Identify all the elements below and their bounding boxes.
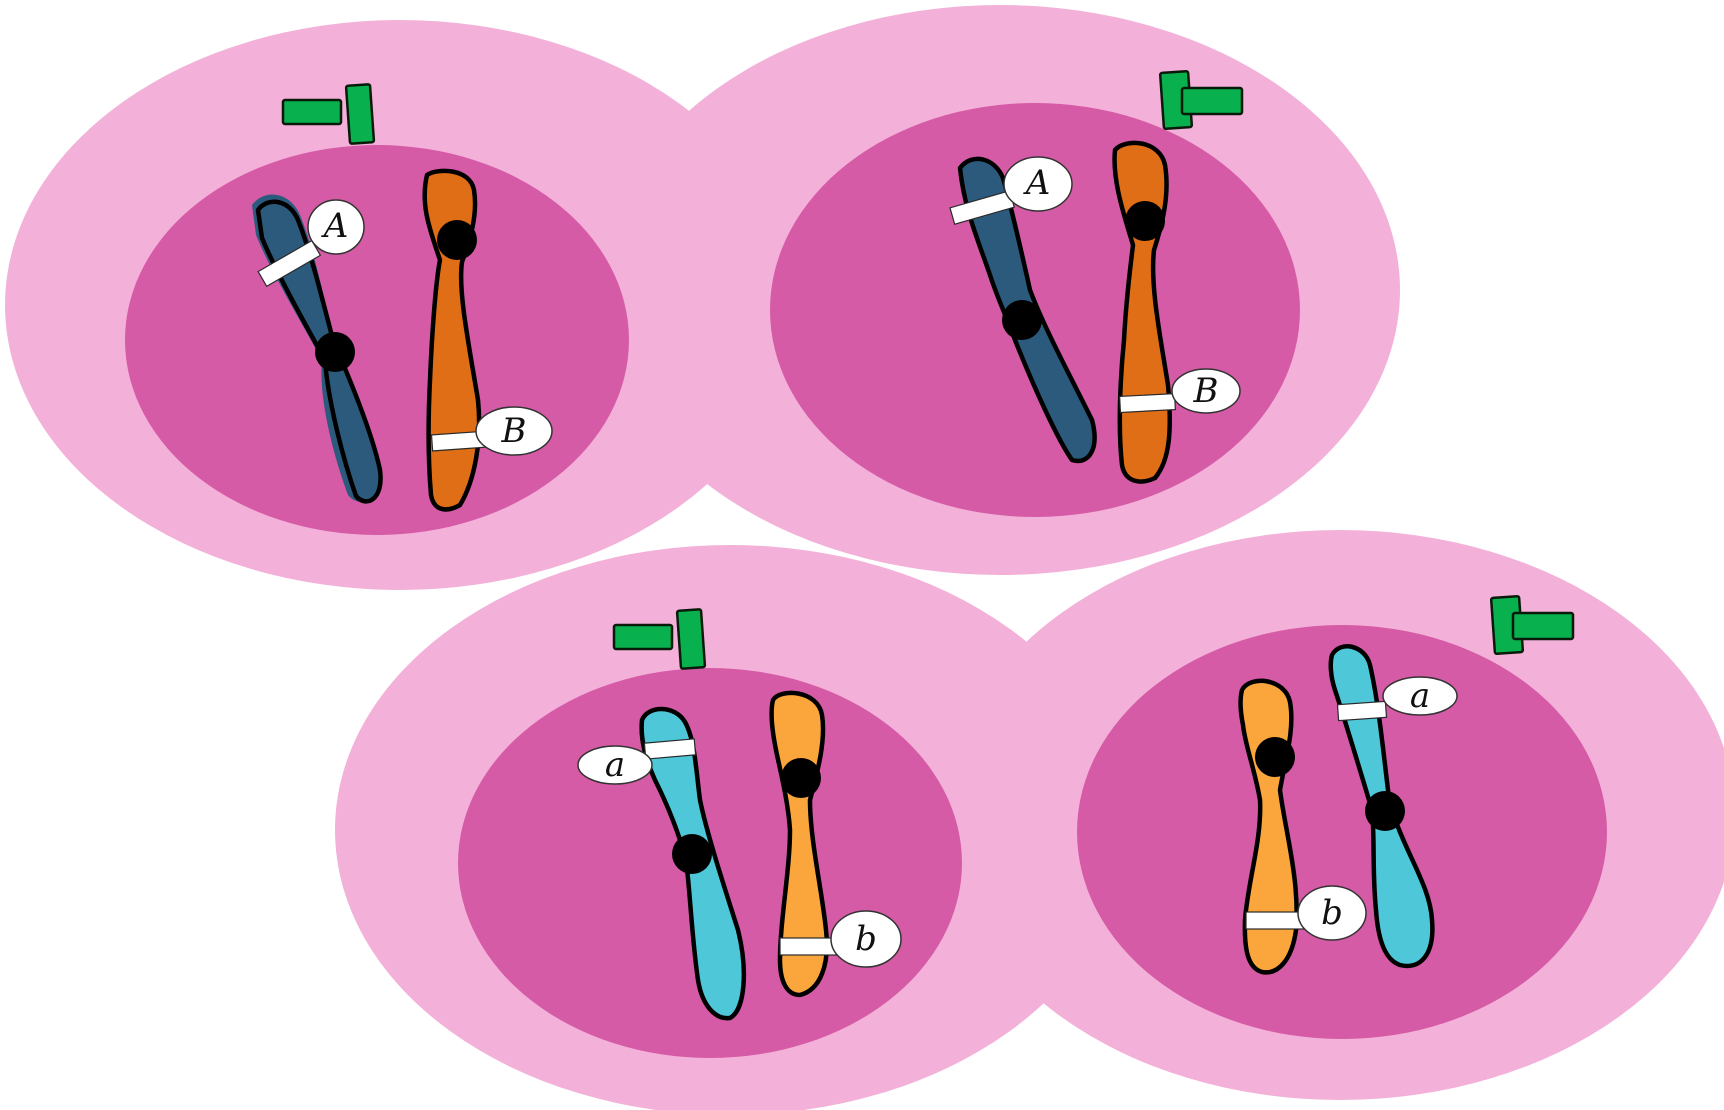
allele-band: [780, 938, 838, 955]
centromere: [1002, 300, 1042, 340]
allele-label: a: [1410, 676, 1430, 716]
centromere: [437, 220, 477, 260]
allele-label: b: [1321, 893, 1343, 933]
allele-label: b: [855, 919, 877, 959]
allele-band: [1338, 701, 1387, 720]
centromere: [1125, 201, 1165, 241]
centromere: [672, 834, 712, 874]
centromere: [315, 332, 355, 372]
allele-band: [1246, 912, 1304, 929]
centromere: [1365, 791, 1405, 831]
allele-label: A: [1023, 163, 1051, 203]
centromere: [781, 758, 821, 798]
allele-label: B: [1193, 371, 1219, 411]
allele-label: A: [321, 206, 349, 246]
centromere: [1255, 737, 1295, 777]
allele-label: B: [501, 411, 527, 451]
allele-band: [1120, 394, 1176, 413]
allele-label: a: [605, 745, 625, 785]
